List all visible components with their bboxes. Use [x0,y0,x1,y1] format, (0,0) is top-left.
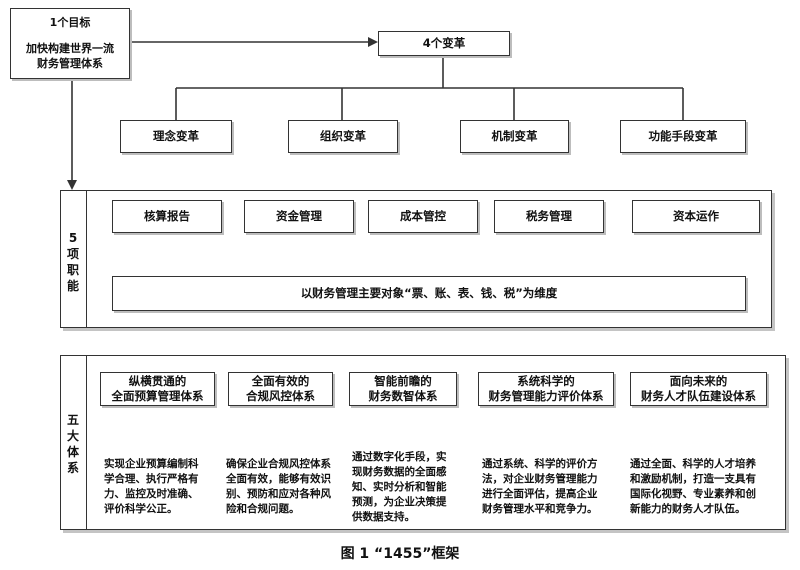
functions-divider [86,190,87,328]
function-label: 资金管理 [276,209,322,223]
system-desc-line: 全面有效，能够有效识 [226,473,331,485]
system-desc-line: 知、实时分析和智能 [352,481,447,493]
functions-base-box: 以财务管理主要对象“票、账、表、钱、税”为维度 [112,276,746,311]
changes-title-box: 4个变革 [378,31,510,56]
change-label: 功能手段变革 [648,129,718,143]
system-desc-line: 力、监控及时准确、 [104,488,199,500]
system-desc: 确保企业合规风控体系 全面有效，能够有效识 别、预防和应对各种风 险和合规问题。 [226,457,354,517]
system-desc-line: 供数据支持。 [352,511,415,523]
system-desc-line: 实现企业预算编制科 [104,458,199,470]
system-title-box: 全面有效的 合规风控体系 [228,372,333,406]
function-box: 核算报告 [112,200,222,233]
function-label: 税务管理 [526,209,572,223]
system-title-line2: 财务管理能力评价体系 [488,389,604,403]
system-desc-line: 新能力的财务人才队伍。 [630,503,746,515]
system-desc-line: 通过数字化手段，实 [352,451,447,463]
systems-label: 五大体系 [66,412,80,476]
system-desc-line: 财务管理水平和竞争力。 [482,503,598,515]
system-desc-line: 确保企业合规风控体系 [226,458,331,470]
change-box: 功能手段变革 [620,120,746,153]
goal-line1: 加快构建世界一流 [26,42,114,55]
system-desc-line: 别、预防和应对各种风 [226,488,331,500]
system-desc: 实现企业预算编制科 学合理、执行严格有 力、监控及时准确、 评价科学公正。 [104,457,224,517]
system-desc-line: 国际化视野、专业素养和创 [630,488,756,500]
systems-divider [86,355,87,530]
function-box: 税务管理 [494,200,604,233]
system-desc-line: 险和合规问题。 [226,503,300,515]
system-desc-line: 通过系统、科学的评价方 [482,458,598,470]
change-label: 理念变革 [153,129,199,143]
change-box: 组织变革 [288,120,398,153]
system-desc-line: 进行全面评估，提高企业 [482,488,598,500]
system-desc: 通过全面、科学的人才培养 和激励机制，打造一支具有 国际化视野、专业素养和创 新… [630,457,776,517]
function-box: 成本管控 [368,200,478,233]
goal-line2: 财务管理体系 [37,57,103,70]
system-title-line1: 系统科学的 [517,374,575,388]
functions-label-text: 5项职能 [66,231,79,293]
function-label: 核算报告 [144,209,190,223]
system-desc-line: 现财务数据的全面感 [352,466,447,478]
system-desc: 通过系统、科学的评价方 法，对企业财务管理能力 进行全面评估，提高企业 财务管理… [482,457,622,517]
system-desc-line: 预测，为企业决策提 [352,496,447,508]
system-desc: 通过数字化手段，实 现财务数据的全面感 知、实时分析和智能 预测，为企业决策提 … [352,450,470,525]
system-title-line1: 全面有效的 [251,374,310,388]
goal-box: 1个目标 加快构建世界一流 财务管理体系 [10,8,130,79]
system-title-box: 纵横贯通的 全面预算管理体系 [100,372,215,406]
functions-base-text: 以财务管理主要对象“票、账、表、钱、税”为维度 [300,286,558,300]
change-label: 机制变革 [491,129,538,143]
system-title-line2: 财务数智体系 [368,389,438,403]
system-title-box: 面向未来的 财务人才队伍建设体系 [630,372,767,406]
function-box: 资金管理 [244,200,354,233]
system-title-line1: 智能前瞻的 [374,374,432,388]
system-title-box: 智能前瞻的 财务数智体系 [349,372,457,406]
system-desc-line: 学合理、执行严格有 [104,473,199,485]
change-box: 机制变革 [460,120,569,153]
system-title-line1: 面向未来的 [669,374,728,388]
system-title-line2: 全面预算管理体系 [111,389,204,403]
goal-arrowhead [368,37,378,47]
system-title-line1: 纵横贯通的 [128,374,187,388]
system-desc-line: 通过全面、科学的人才培养 [630,458,756,470]
system-title-box: 系统科学的 财务管理能力评价体系 [478,372,614,406]
function-label: 资本运作 [673,209,719,223]
change-box: 理念变革 [120,120,232,153]
system-title-line2: 合规风控体系 [246,389,315,403]
goal-title: 1个目标 [49,16,91,29]
system-desc-line: 法，对企业财务管理能力 [482,473,598,485]
system-title-line2: 财务人才队伍建设体系 [641,389,756,403]
system-desc-line: 评价科学公正。 [104,503,178,515]
function-box: 资本运作 [632,200,760,233]
change-label: 组织变革 [320,129,366,143]
functions-label: 5项职能 [66,230,80,294]
functions-arrowhead [67,180,77,190]
figure-caption: 图 1 “1455”框架 [340,546,460,562]
system-desc-line: 和激励机制，打造一支具有 [630,473,756,485]
systems-label-text: 五大体系 [66,413,79,475]
changes-title: 4个变革 [422,36,466,50]
function-label: 成本管控 [400,209,446,223]
